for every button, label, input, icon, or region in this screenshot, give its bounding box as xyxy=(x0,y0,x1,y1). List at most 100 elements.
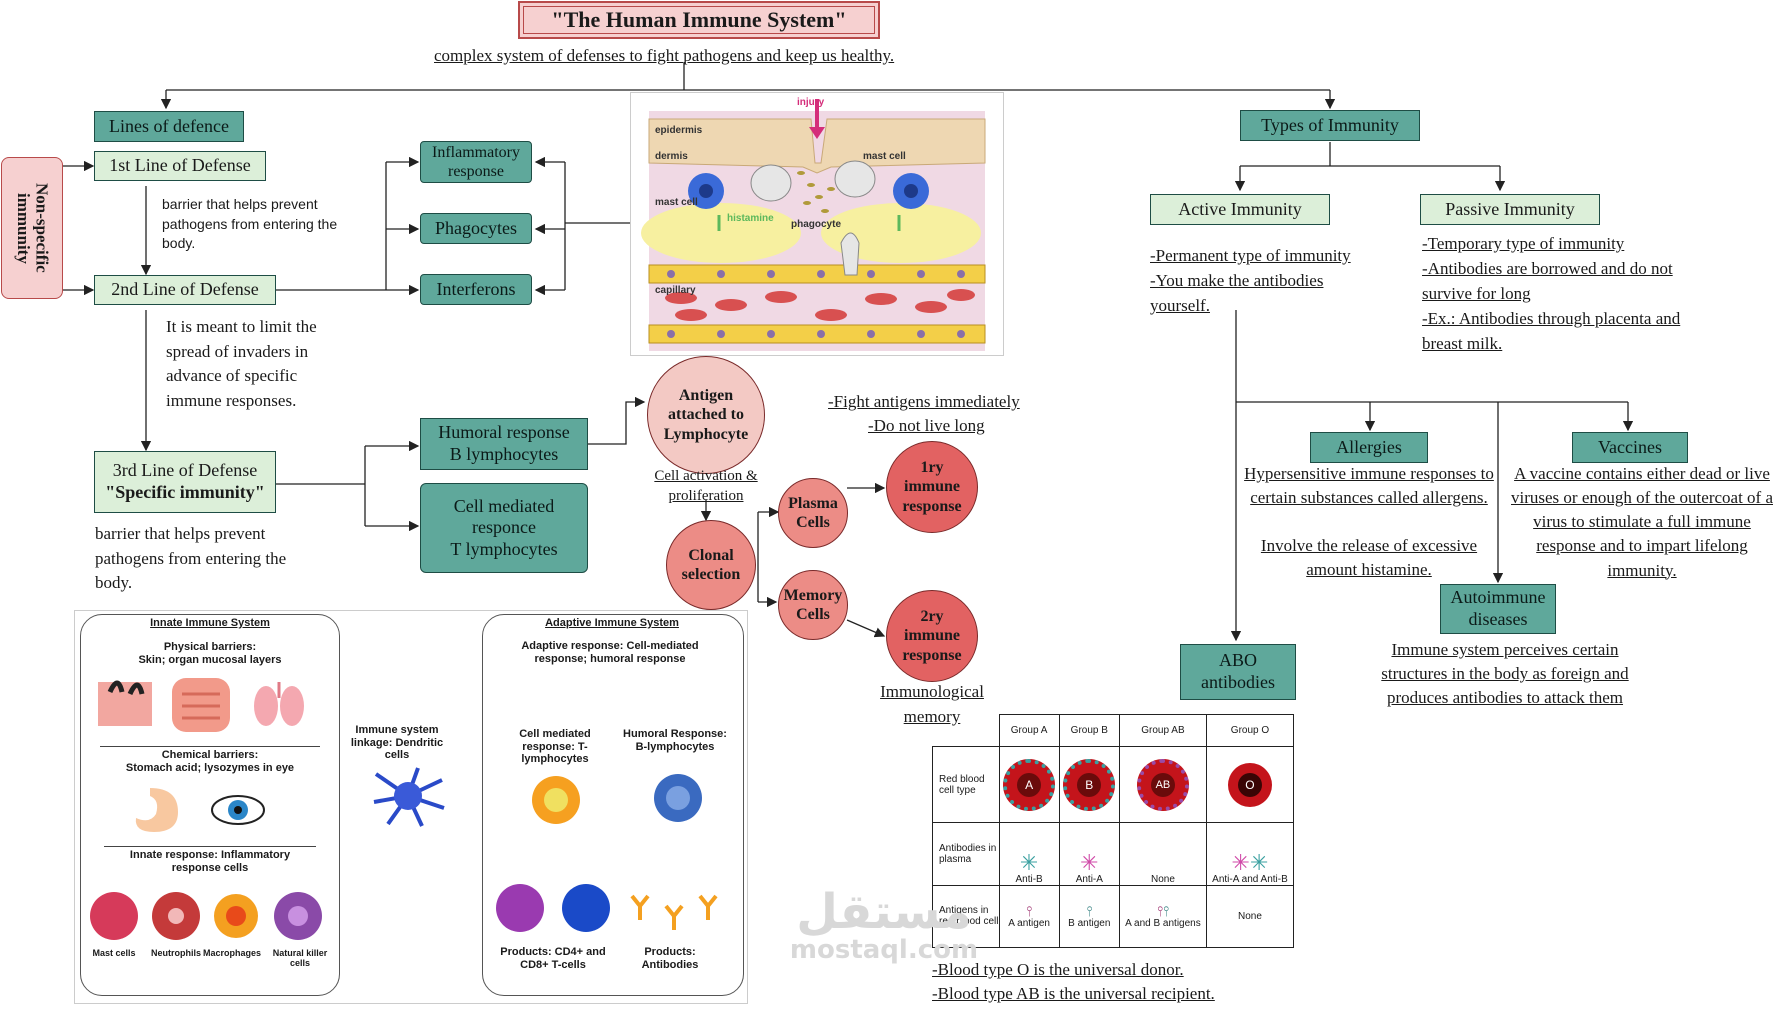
rbc-o-icon: O xyxy=(1227,762,1272,807)
primary-response-circle: 1ry immune response xyxy=(886,441,978,533)
chemical-barriers-label: Chemical barriers: Stomach acid; lysozym… xyxy=(100,746,320,774)
chemical-barrier-icons xyxy=(135,788,265,832)
innate-response-label: Innate response: Inflammatory response c… xyxy=(104,846,316,874)
phagocytes-box: Phagocytes xyxy=(420,213,532,244)
page-subtitle: complex system of defenses to fight path… xyxy=(434,46,895,65)
mast-cells-label: Mast cells xyxy=(92,948,136,958)
third-line-box: 3rd Line of Defense "Specific immunity" xyxy=(94,451,276,513)
second-line-box: 2nd Line of Defense xyxy=(94,275,276,305)
innate-cell-icons xyxy=(90,892,322,940)
anti-a-icon: ✳ xyxy=(1080,849,1099,875)
secondary-response-circle: 2ry immune response xyxy=(886,590,978,682)
third-line-description: barrier that helps prevent pathogens fro… xyxy=(95,524,287,593)
watermark-latin: mostaql.com xyxy=(789,935,979,965)
physical-barriers-label: Physical barriers: Skin; organ mucosal l… xyxy=(138,641,282,666)
injury-illustration: injury epidermis dermis mast cell mast c… xyxy=(630,92,1004,356)
passive-desc-2: -Antibodies are borrowed and do not surv… xyxy=(1422,259,1673,303)
capillary-label: capillary xyxy=(655,285,696,296)
a-antigen-icon: ⫯ xyxy=(1026,902,1033,919)
title-box: "The Human Immune System" xyxy=(518,1,880,39)
allergies-desc-2: Involve the release of excessive amount … xyxy=(1260,536,1478,580)
plasma-cells-circle: Plasma Cells xyxy=(778,478,848,548)
watermark: مستقل mostaql.com xyxy=(784,888,984,965)
abo-table: Group A Group B Group AB Group O Red blo… xyxy=(932,713,1295,949)
skin-icon xyxy=(98,680,152,726)
injury-label: injury xyxy=(797,97,825,108)
rbc-b-icon: B xyxy=(1063,758,1116,811)
do-not-live-long-text: -Do not live long xyxy=(868,416,985,435)
universal-recipient-text: -Blood type AB is the universal recipien… xyxy=(932,984,1215,1003)
mast-cell-icon xyxy=(90,892,138,940)
cell-mediated-label: Cell mediated response: T-lymphocytes xyxy=(519,728,591,766)
lines-of-defence-header: Lines of defence xyxy=(94,111,244,142)
abo-antibodies-box: ABO antibodies xyxy=(1180,644,1296,700)
autoimmune-box: Autoimmune diseases xyxy=(1440,584,1556,634)
abo-header-o: Group O xyxy=(1205,713,1295,748)
cell-mediated-box: Cell mediated responce T lymphocytes xyxy=(420,483,588,573)
allergies-desc-1: Hypersensitive immune responses to certa… xyxy=(1244,464,1494,508)
passive-desc-3: -Ex.: Antibodies through placenta and br… xyxy=(1422,309,1681,353)
abo-row-rbc: Red blood cell type xyxy=(932,746,1000,824)
second-line-description: It is meant to limit the spread of invad… xyxy=(166,317,317,410)
page-title: "The Human Immune System" xyxy=(551,6,847,32)
vaccines-box: Vaccines xyxy=(1572,432,1688,463)
memory-cells-circle: Memory Cells xyxy=(778,570,848,640)
humoral-label: Humoral Response: B-lymphocytes xyxy=(623,728,727,753)
passive-desc-1: -Temporary type of immunity xyxy=(1422,234,1625,253)
nk-cells-label: Natural killer cells xyxy=(272,948,328,968)
fight-antigens-text: -Fight antigens immediately xyxy=(828,392,1020,411)
adaptive-response-label: Adaptive response: Cell-mediated respons… xyxy=(521,640,699,665)
lungs-icon xyxy=(254,682,304,726)
watermark-arabic: مستقل xyxy=(796,884,972,940)
phagocyte-label: phagocyte xyxy=(791,219,841,230)
allergies-box: Allergies xyxy=(1310,432,1428,463)
adaptive-panel xyxy=(482,614,744,996)
cd8-cell-icon xyxy=(562,884,610,932)
innate-panel xyxy=(80,614,340,996)
innate-title: Innate Immune System xyxy=(150,617,270,629)
autoimmune-desc: Immune system perceives certain structur… xyxy=(1381,640,1629,708)
passive-immunity-box: Passive Immunity xyxy=(1420,194,1600,225)
linkage-label: Immune system linkage: Dendritic cells xyxy=(350,724,444,762)
ab-antigen-icon: ⫯⫯ xyxy=(1156,902,1170,919)
mast-cell-left-label: mast cell xyxy=(655,197,698,208)
lymphocyte-icons xyxy=(532,774,702,824)
rbc-ab-icon: AB xyxy=(1136,758,1189,811)
abo-row-antigens: Antigens in red blood cell xyxy=(932,884,1000,949)
abo-header-b: Group B xyxy=(1058,713,1120,748)
antigen-circle: Antigen attached to Lymphocyte xyxy=(647,356,765,474)
abo-row-antibodies: Antibodies in plasma xyxy=(932,822,1000,886)
b-antigen-icon: ⫯ xyxy=(1086,902,1093,919)
abo-header-a: Group A xyxy=(998,713,1060,748)
anti-a-b-icon: ✳✳ xyxy=(1231,849,1269,875)
histamine-label: histamine xyxy=(727,213,774,224)
products-t-label: Products: CD4+ and CD8+ T-cells xyxy=(500,946,606,971)
first-line-description: barrier that helps prevent pathogens fro… xyxy=(162,196,338,252)
stomach-icon xyxy=(135,788,178,832)
active-desc-2: -You make the antibodies yourself. xyxy=(1150,271,1324,315)
cell-activation-label: Cell activation & proliferation xyxy=(654,468,758,505)
types-of-immunity-header: Types of Immunity xyxy=(1240,110,1420,141)
anti-b-icon: ✳ xyxy=(1019,849,1039,875)
dendritic-cell-icon xyxy=(373,767,445,827)
mast-cell-right-label: mast cell xyxy=(863,151,906,162)
non-specific-label: Non-specific immunity xyxy=(1,157,63,299)
physical-barrier-icons xyxy=(98,678,304,732)
injury-svg: injury epidermis dermis mast cell mast c… xyxy=(641,97,986,351)
active-immunity-box: Active Immunity xyxy=(1150,194,1330,225)
active-desc-1: -Permanent type of immunity xyxy=(1150,246,1351,265)
intestine-icon xyxy=(172,678,230,732)
first-line-box: 1st Line of Defense xyxy=(94,151,266,181)
humoral-box: Humoral response B lymphocytes xyxy=(420,418,588,470)
epidermis-label: epidermis xyxy=(655,125,703,136)
adaptive-title: Adaptive Immune System xyxy=(545,617,679,629)
dermis-label: dermis xyxy=(655,151,688,162)
vaccines-desc: A vaccine contains either dead or live v… xyxy=(1511,464,1773,580)
neutrophils-label: Neutrophils xyxy=(150,948,201,958)
universal-donor-text: -Blood type O is the universal donor. xyxy=(932,960,1184,979)
antibody-icons xyxy=(630,894,718,930)
eye-icon xyxy=(211,795,265,825)
products-b-label: Products: Antibodies xyxy=(641,946,699,971)
rbc-a-icon: A xyxy=(1003,758,1056,811)
clonal-selection-circle: Clonal selection xyxy=(666,520,756,610)
